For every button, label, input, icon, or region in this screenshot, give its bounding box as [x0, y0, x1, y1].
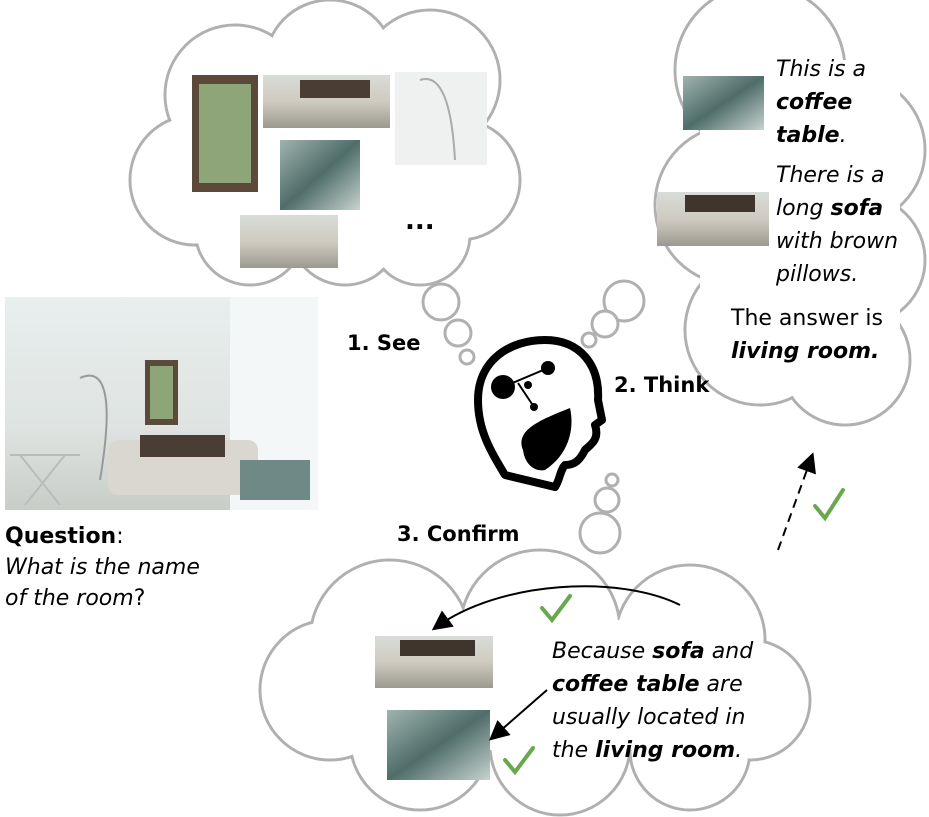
confirm-text-part: Because [552, 639, 653, 664]
living-room-photo [5, 297, 318, 510]
think-keyword: sofa [830, 196, 884, 221]
think-text-coffee: This is a coffee table. [776, 53, 866, 152]
think-dot: . [839, 123, 847, 148]
think-line: pillows. [776, 262, 859, 287]
brain-head-icon [474, 336, 606, 491]
step-confirm-label: 3. Confirm [397, 522, 520, 546]
lamp-crop [395, 72, 487, 165]
see-cloud [128, 0, 522, 287]
confirm-text-part: the [552, 738, 596, 763]
question-label: Question [5, 524, 117, 549]
confirm-arrow-sofa [431, 585, 681, 631]
confirm-keyword: coffee table [552, 672, 700, 697]
answer-line: The answer is [731, 306, 883, 331]
coffee-table-crop [387, 710, 490, 780]
think-cloud [653, 0, 927, 427]
confirm-text: Because sofa and coffee table are usuall… [552, 635, 753, 767]
think-answer: The answer is living room. [731, 302, 883, 368]
think-line: with brown [776, 229, 899, 254]
ellipsis: ... [405, 206, 435, 236]
thought-bubbles [421, 279, 646, 555]
confirm-text-part: and [704, 639, 754, 664]
think-text-sofa: There is a long sofa with brown pillows. [776, 159, 898, 291]
check-icon [503, 746, 535, 776]
think-line: There is a [776, 163, 885, 188]
dashed-arrow-to-think [777, 452, 816, 551]
coffee-table-crop [683, 76, 764, 130]
think-line: coffee [776, 90, 853, 115]
colon: : [116, 524, 124, 549]
coffee-table-crop [280, 140, 360, 210]
question-mark: ? [133, 586, 146, 611]
confirm-keyword: living room [595, 738, 736, 763]
answer-value: living room. [731, 339, 880, 364]
step-think-label: 2. Think [614, 373, 710, 397]
question: Question: What is the name of the room? [5, 521, 200, 614]
sofa-crop-2 [240, 215, 338, 268]
check-icons [503, 488, 845, 776]
think-line: long [776, 196, 831, 221]
confirm-arrow-table [488, 689, 548, 741]
think-line: table [776, 123, 840, 148]
question-line-1: What is the name [5, 555, 200, 580]
confirm-cloud [258, 548, 812, 817]
confirm-text-part: are [699, 672, 743, 697]
confirm-keyword: sofa [652, 639, 705, 664]
confirm-text-part: . [735, 738, 743, 763]
check-icon [540, 594, 572, 624]
question-line-2: of the room [5, 586, 134, 611]
think-line: This is a [776, 57, 866, 82]
confirm-text-part: usually located in [552, 705, 746, 730]
check-icon [813, 488, 845, 522]
step-see-label: 1. See [347, 331, 421, 355]
